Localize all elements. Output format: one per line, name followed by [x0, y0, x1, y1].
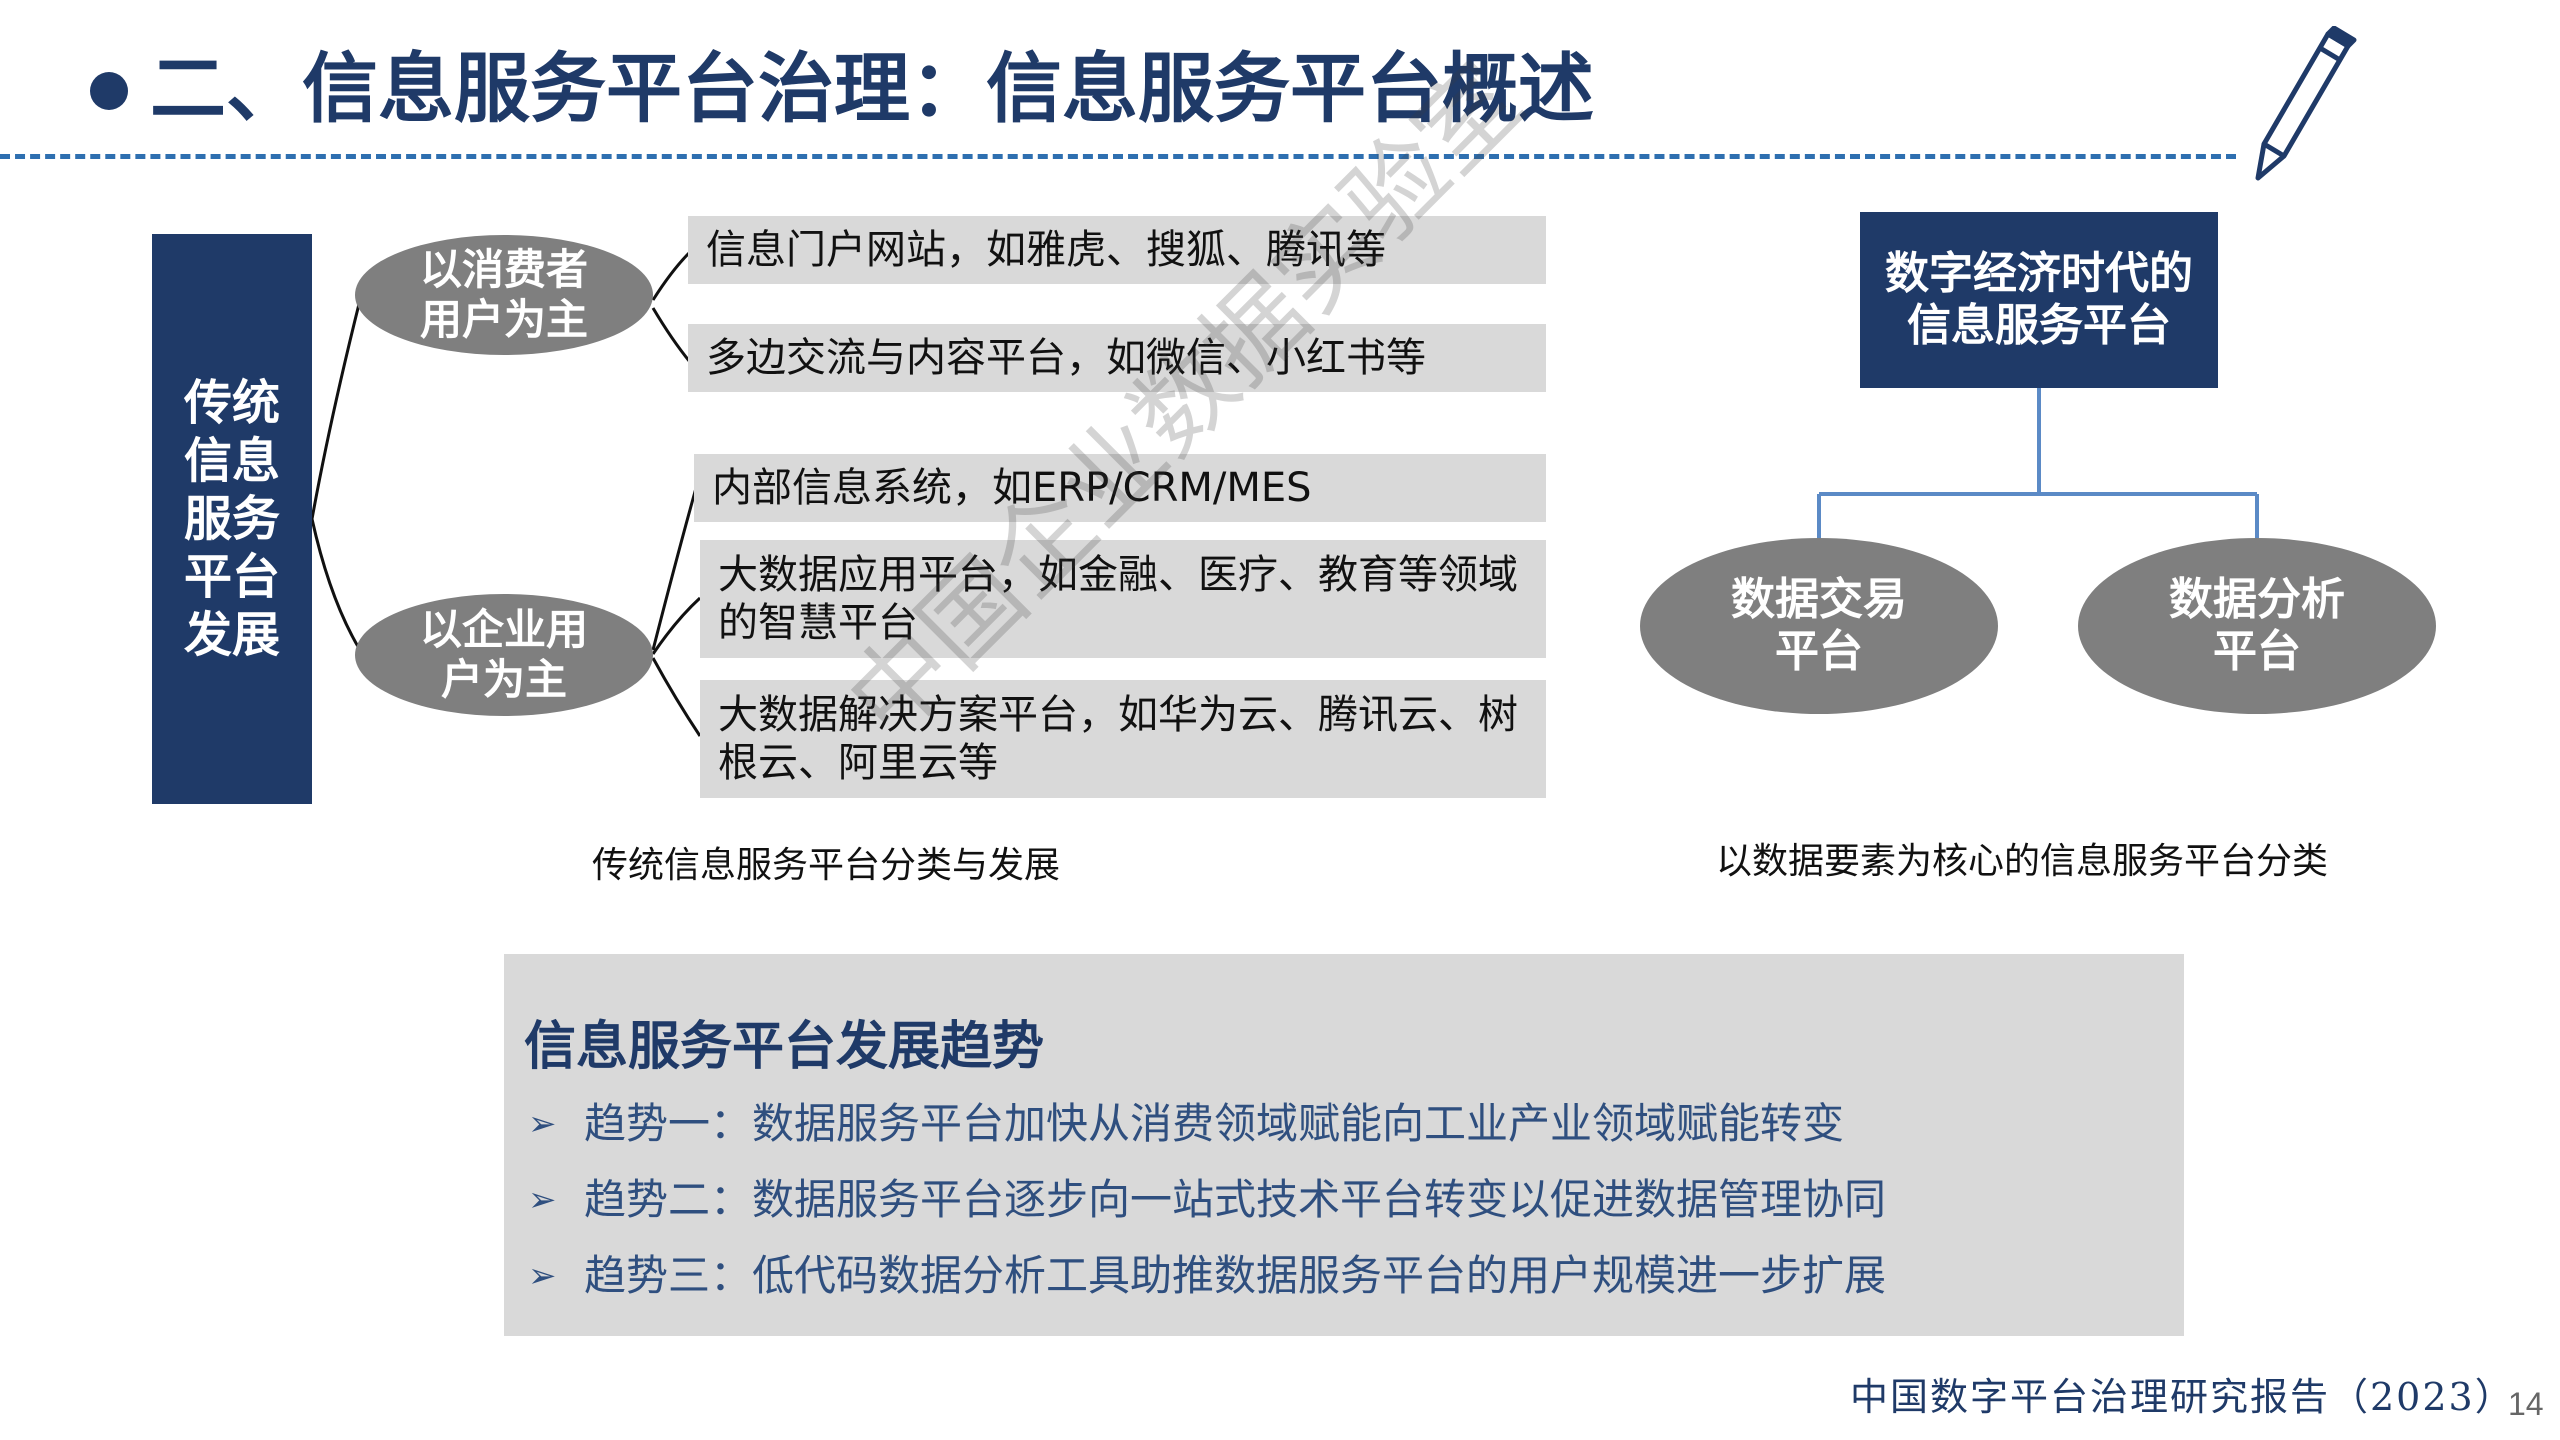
digital-root-label: 数字经济时代的信息服务平台 [1885, 248, 2193, 351]
data-trade-label: 数据交易平台 [1731, 574, 1907, 677]
data-analysis-oval: 数据分析平台 [2078, 538, 2436, 714]
trend-text: 趋势二：数据服务平台逐步向一站式技术平台转变以促进数据管理协同 [584, 1175, 1887, 1224]
consumer-item-portal: 信息门户网站，如雅虎、搜狐、腾讯等 [688, 216, 1546, 284]
title-dashed-divider [0, 154, 2236, 159]
trend-text: 趋势三：低代码数据分析工具助推数据服务平台的用户规模进一步扩展 [584, 1251, 1887, 1300]
page-title: 二、信息服务平台治理：信息服务平台概述 [150, 44, 1594, 133]
arrow-bullet-icon: ➢ [528, 1256, 557, 1296]
consumer-user-label: 以消费者用户为主 [419, 245, 588, 344]
title-bullet-dot [90, 72, 128, 110]
traditional-platform-root: 传统信息服务平台发展 [152, 234, 312, 804]
page-number: 14 [2508, 1386, 2544, 1422]
data-trade-oval: 数据交易平台 [1640, 538, 1998, 714]
data-analysis-label: 数据分析平台 [2169, 574, 2345, 677]
arrow-bullet-icon: ➢ [528, 1104, 557, 1144]
trend-text: 趋势一：数据服务平台加快从消费领域赋能向工业产业领域赋能转变 [584, 1099, 1845, 1148]
consumer-item-social: 多边交流与内容平台，如微信、小红书等 [688, 324, 1546, 392]
enterprise-user-label: 以企业用户为主 [419, 605, 588, 704]
pen-icon [2255, 26, 2357, 181]
trends-title: 信息服务平台发展趋势 [524, 1017, 1045, 1077]
report-footer: 中国数字平台治理研究报告（2023） [1850, 1375, 2515, 1419]
digital-caption: 以数据要素为核心的信息服务平台分类 [1716, 841, 2329, 882]
enterprise-item-bigdata-solution: 大数据解决方案平台，如华为云、腾讯云、树根云、阿里云等 [700, 680, 1546, 798]
enterprise-item-bigdata-app: 大数据应用平台，如金融、医疗、教育等领域的智慧平台 [700, 540, 1546, 658]
enterprise-item-internal: 内部信息系统，如ERP/CRM/MES [694, 454, 1546, 522]
consumer-user-oval: 以消费者用户为主 [355, 235, 653, 355]
digital-platform-root: 数字经济时代的信息服务平台 [1860, 212, 2218, 388]
arrow-bullet-icon: ➢ [528, 1180, 557, 1220]
trends-panel: 信息服务平台发展趋势 ➢ 趋势一：数据服务平台加快从消费领域赋能向工业产业领域赋… [504, 954, 2184, 1336]
traditional-caption: 传统信息服务平台分类与发展 [592, 845, 1061, 886]
traditional-root-label: 传统信息服务平台发展 [183, 375, 280, 663]
enterprise-user-oval: 以企业用户为主 [355, 594, 653, 716]
